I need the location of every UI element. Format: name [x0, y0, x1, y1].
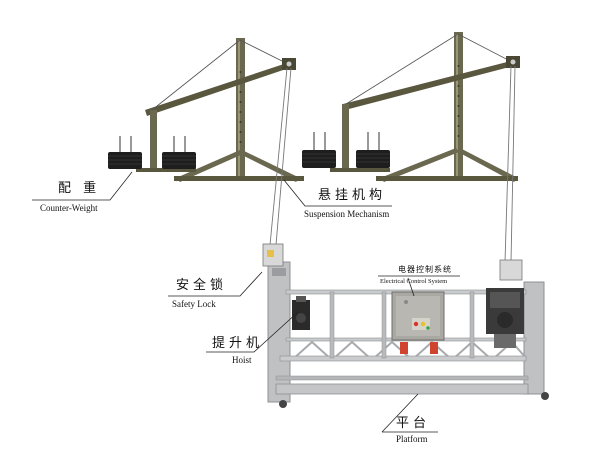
electrical-control-box: [391, 291, 445, 354]
right-beam: [343, 60, 517, 110]
counterweight-leader: [32, 171, 133, 201]
right-wheel: [541, 392, 549, 400]
right-counterweight-1: [302, 132, 336, 168]
leader-lines: [32, 171, 460, 433]
hoist-leader: [206, 311, 299, 353]
counterweight-label-zh: 配 重: [58, 181, 101, 196]
left-mast: [236, 38, 245, 180]
left-wheel: [279, 400, 287, 408]
left-suspension-mechanism: [108, 38, 304, 182]
electrical-label-en: Electrical Control System: [380, 278, 448, 285]
platform-label-en: Platform: [396, 434, 428, 444]
left-counterweight-1: [108, 136, 142, 169]
left-hoist-machine: [292, 296, 310, 330]
suspension-label-zh: 悬挂机构: [318, 188, 387, 203]
left-counterweight-2: [162, 136, 196, 169]
right-suspension-mechanism: [302, 32, 520, 182]
safety-lock-label-zh: 安全锁: [176, 278, 228, 293]
left-base-frame: [174, 176, 304, 181]
left-rear-post: [150, 110, 157, 172]
wire-ropes: [269, 65, 516, 263]
electrical-label-zh: 电器控制系统: [398, 265, 452, 274]
right-counterweight-2: [356, 132, 390, 168]
hoist-label-en: Hoist: [232, 355, 252, 365]
suspension-leader: [283, 179, 392, 207]
safety-lock-leader: [168, 271, 263, 297]
right-rear-post: [342, 104, 349, 172]
electrical-leader-down: [407, 277, 415, 297]
left-end-frame: [267, 261, 291, 403]
right-hoist-machine: [486, 288, 524, 348]
safety-lock-label-en: Safety Lock: [172, 299, 216, 309]
left-beam: [145, 62, 292, 116]
platform-leader-diag: [381, 393, 419, 433]
right-base-frame: [376, 176, 518, 181]
suspension-label-en: Suspension Mechanism: [304, 209, 390, 219]
platform-assembly: [262, 243, 549, 408]
counterweight-label-en: Counter-Weight: [40, 203, 98, 213]
platform-label-zh: 平台: [396, 416, 431, 431]
platform-floor: [275, 383, 529, 395]
hoist-label-zh: 提升机: [212, 336, 264, 351]
